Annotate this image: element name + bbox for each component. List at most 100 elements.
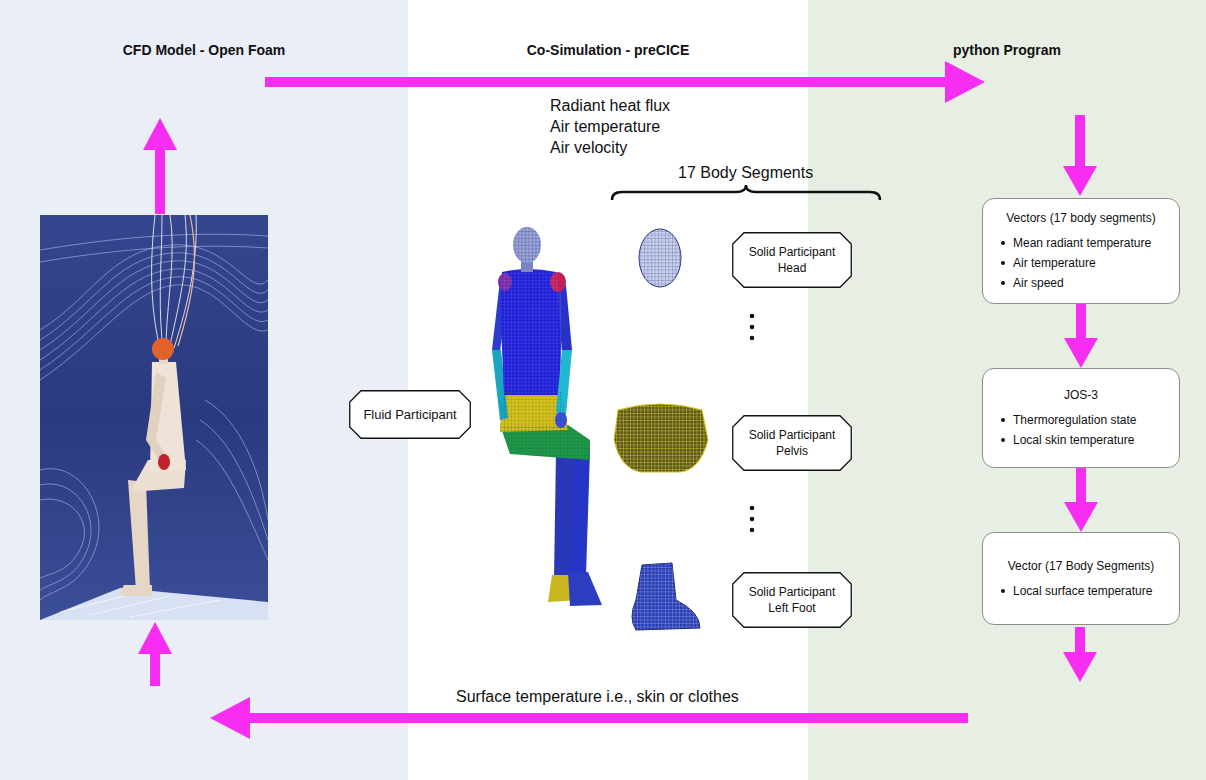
body-segment-figure-part [500, 392, 568, 432]
bullet-dot [1001, 241, 1005, 245]
bullet-text: Local surface temperature [1013, 581, 1152, 601]
cfd-image-part [40, 588, 268, 620]
octagon-outline [732, 415, 852, 471]
bullet-row: Local surface temperature [997, 581, 1165, 601]
bullet-row: Air speed [997, 273, 1165, 293]
foot-mesh [632, 563, 700, 630]
arrow-head [210, 697, 250, 739]
bullet-row: Thermoregulation state [997, 410, 1165, 430]
participant-octagon: Fluid Participant [349, 390, 471, 439]
foot-mesh-part [632, 563, 700, 630]
bullet-text: Air speed [1013, 273, 1064, 293]
participant-octagon: Solid Participant Left Foot [732, 572, 852, 628]
pelvis-mesh [614, 404, 708, 472]
loop-arrows-part [143, 118, 177, 150]
bullet-dot [1001, 589, 1005, 593]
arrow-shaft [1076, 304, 1086, 340]
body-segment-figure-part [568, 572, 602, 606]
body-segment-figure-part [500, 392, 568, 432]
arrow-head [1064, 338, 1098, 368]
octagon-shape [733, 233, 852, 288]
bullet-row: Air temperature [997, 253, 1165, 273]
octagon-shape [350, 391, 471, 439]
octagon-text: Solid Participant Pelvis [744, 427, 840, 459]
head-mesh [639, 229, 681, 287]
box-title: JOS-3 [997, 386, 1165, 404]
foot-mesh-part [632, 563, 700, 630]
bullet-text: Mean radiant temperature [1013, 233, 1151, 253]
seated-person-part [152, 338, 174, 360]
loop-arrows-part [138, 622, 172, 654]
body-segment-figure-part [554, 452, 574, 578]
bullet-dot [1001, 281, 1005, 285]
cfd-image-part-part [160, 215, 162, 340]
arrow-shaft [248, 713, 968, 723]
ellipsis-dots-part [750, 325, 755, 330]
bullet-text: Air temperature [1013, 253, 1096, 273]
participant-label: Solid Participant Left Foot [744, 584, 840, 616]
seated-person-part [118, 585, 152, 596]
flow-arrow [1064, 468, 1098, 532]
column-panel: python ProgramVectors (17 body segments)… [808, 0, 1206, 780]
octagon-text: Solid Participant Head [744, 244, 840, 276]
pelvis-mesh-part [614, 404, 708, 472]
participant-label: Solid Participant Head [744, 244, 840, 276]
bullet-row: Mean radiant temperature [997, 233, 1165, 253]
flow-arrow [1064, 304, 1098, 368]
cfd-image-part-part [196, 440, 268, 560]
flow-arrow [265, 61, 985, 103]
seated-person-part [158, 454, 170, 470]
loop-arrows-part [1063, 166, 1097, 196]
process-box: JOS-3Thermoregulation stateLocal skin te… [982, 368, 1180, 468]
bullet-row: Local skin temperature [997, 430, 1165, 450]
cfd-image [40, 215, 268, 620]
cfd-image-part-part [40, 234, 268, 250]
box-title: Vectors (17 body segments) [997, 209, 1165, 227]
arrow-shaft [265, 77, 947, 87]
loop-arrows-part [1075, 627, 1085, 654]
octagon-shape [733, 573, 852, 628]
panel-title: python Program [808, 41, 1206, 59]
bullet-dot [1001, 261, 1005, 265]
head-mesh-part [639, 229, 681, 287]
bullet-text: Local skin temperature [1013, 430, 1134, 450]
pelvis-mesh-part [614, 404, 708, 472]
body-segment-figure [492, 227, 602, 606]
loop-arrows-part [1075, 115, 1085, 168]
loop-arrows-part [1063, 652, 1097, 682]
group-label: 17 Body Segments [678, 162, 813, 183]
cfd-image-part-part [40, 261, 268, 350]
cfd-image-part-part [40, 246, 268, 262]
cfd-image-part [40, 234, 268, 600]
ellipsis-dots-part [750, 517, 755, 522]
body-segment-figure-part [500, 269, 562, 395]
cfd-image-part-part [40, 484, 91, 590]
bullet-dot [1001, 438, 1005, 442]
bullet-text: Thermoregulation state [1013, 410, 1136, 430]
ellipsis-dots-part [750, 336, 755, 341]
participant-label: Solid Participant Pelvis [744, 427, 840, 459]
cfd-image-part-part [166, 215, 172, 340]
column-panel: Co-Simulation - preCICESolid Participant… [408, 0, 808, 780]
seated-person-part [146, 372, 167, 462]
participant-octagon: Solid Participant Pelvis [732, 415, 852, 471]
edge-label: Surface temperature i.e., skin or clothe… [456, 686, 739, 707]
cfd-image-part-part [40, 499, 84, 578]
head-mesh-part [639, 229, 681, 287]
loop-arrows-part [155, 148, 165, 214]
cfd-image-part-part [40, 469, 99, 600]
panel-title: CFD Model - Open Foam [0, 41, 408, 59]
octagon-outline [732, 232, 852, 288]
cfd-image-part [178, 215, 194, 346]
octagon-shape [733, 416, 852, 471]
cfd-image-part-part [205, 400, 268, 520]
cfd-image-part [40, 215, 268, 620]
cfd-image-part-part [152, 215, 158, 340]
box-title: Vector (17 Body Segments) [997, 557, 1165, 575]
process-box: Vectors (17 body segments) Mean radiant t… [982, 198, 1180, 304]
body-segment-figure-part [513, 227, 541, 263]
arrow-head [945, 61, 985, 103]
ellipsis-dots-part [750, 314, 755, 319]
ellipsis-dots-part [750, 506, 755, 511]
octagon-outline [732, 572, 852, 628]
